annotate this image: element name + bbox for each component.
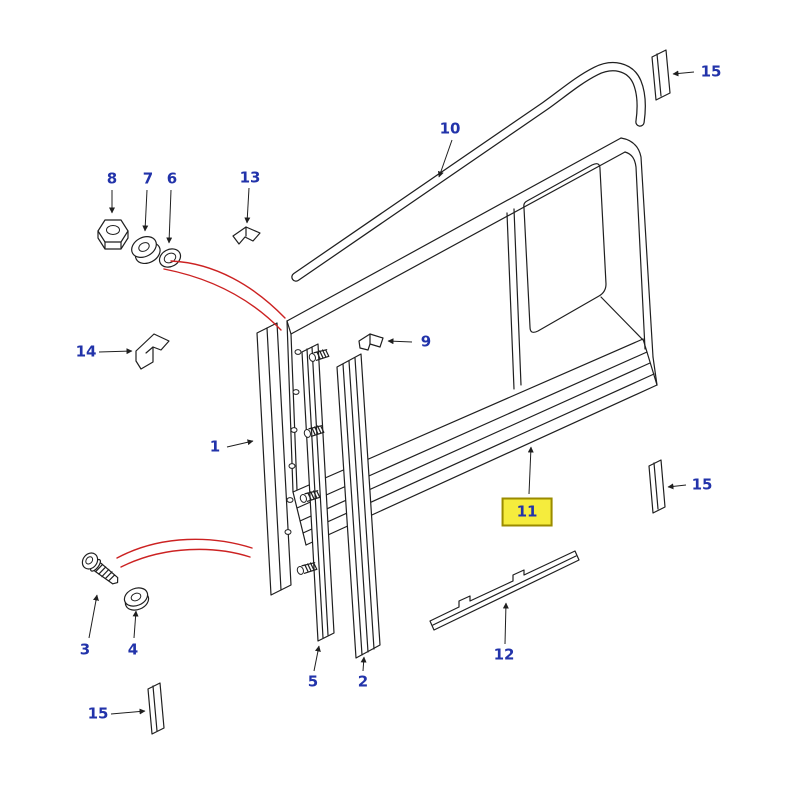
strip-part-15-top bbox=[651, 49, 671, 101]
strip-part-15-bottom bbox=[147, 682, 165, 735]
bracket-part-12 bbox=[429, 550, 580, 631]
channel-part-1 bbox=[256, 322, 292, 596]
callout-15-middle[interactable]: 15 bbox=[691, 475, 713, 494]
callout-2[interactable]: 2 bbox=[357, 672, 369, 691]
bracket-part-14 bbox=[135, 333, 170, 370]
callout-11-highlighted[interactable]: 11 bbox=[501, 497, 553, 527]
nut-part-8 bbox=[97, 219, 129, 250]
rivet-holes bbox=[284, 349, 302, 535]
callout-12[interactable]: 12 bbox=[493, 645, 515, 664]
callout-6[interactable]: 6 bbox=[166, 169, 178, 188]
clip-part-9 bbox=[358, 333, 384, 351]
callout-5[interactable]: 5 bbox=[307, 672, 319, 691]
callout-13[interactable]: 13 bbox=[239, 168, 261, 187]
callout-15-bottom[interactable]: 15 bbox=[87, 704, 109, 723]
washer-part-7 bbox=[131, 236, 161, 265]
screw-part-3 bbox=[81, 552, 119, 585]
channel-part-2 bbox=[336, 353, 381, 659]
washer-part-4 bbox=[123, 587, 150, 611]
callout-14[interactable]: 14 bbox=[75, 342, 97, 361]
callout-3[interactable]: 3 bbox=[79, 640, 91, 659]
lock-washer-part-6 bbox=[158, 248, 182, 268]
leader-lines bbox=[88, 70, 695, 715]
callout-7[interactable]: 7 bbox=[142, 169, 154, 188]
callout-10[interactable]: 10 bbox=[439, 119, 461, 138]
channel-screws bbox=[296, 349, 330, 575]
tube-part-10 bbox=[291, 62, 646, 282]
callout-1[interactable]: 1 bbox=[209, 437, 221, 456]
callout-9[interactable]: 9 bbox=[420, 332, 432, 351]
strip-part-15-middle bbox=[648, 459, 666, 514]
callout-4[interactable]: 4 bbox=[127, 640, 139, 659]
red-reference-curves bbox=[116, 260, 286, 568]
callout-15-top[interactable]: 15 bbox=[700, 62, 722, 81]
callout-8[interactable]: 8 bbox=[106, 169, 118, 188]
clip-part-13 bbox=[232, 226, 261, 245]
frame bbox=[286, 137, 658, 546]
